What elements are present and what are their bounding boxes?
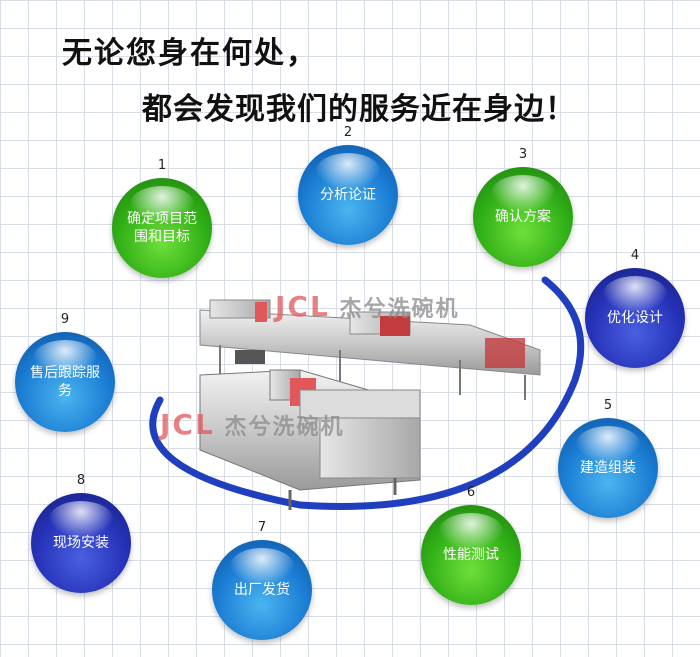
step-bubble: 优化设计 [585,268,685,368]
step-4: 4 优化设计 [585,248,685,368]
step-label: 分析论证 [320,187,376,203]
step-bubble: 售后跟踪服务 [15,332,115,432]
step-bubble: 分析论证 [298,145,398,245]
step-label: 建造组装 [580,460,636,476]
step-number: 5 [603,398,613,413]
step-9: 9 售后跟踪服务 [15,312,115,432]
step-label: 售后跟踪服务 [30,365,100,399]
step-3: 3 确认方案 [473,147,573,267]
step-7: 7 出厂发货 [212,520,312,640]
step-bubble: 确定项目范围和目标 [112,178,212,278]
step-bubble: 建造组装 [558,418,658,518]
step-label: 确认方案 [495,209,551,225]
dishwasher-machine-illustration: JCL 杰兮洗碗机 JCL 杰兮洗碗机 [140,290,590,520]
step-number: 2 [343,125,353,140]
step-number: 9 [60,312,70,327]
step-bubble: 性能测试 [421,505,521,605]
logo-letters: JCL [160,408,215,441]
step-label: 确定项目范围和目标 [127,211,197,245]
step-number: 7 [257,520,267,535]
step-1: 1 确定项目范围和目标 [112,158,212,278]
logo-letters: JCL [275,290,330,323]
step-number: 1 [157,158,167,173]
headline-line-2: 都会发现我们的服务近在身边！ [142,92,576,127]
step-bubble: 确认方案 [473,167,573,267]
step-bubble: 现场安装 [31,493,131,593]
step-5: 5 建造组装 [558,398,658,518]
step-6: 6 性能测试 [421,485,521,605]
step-label: 出厂发货 [234,582,290,598]
brand-text: 杰兮洗碗机 [224,415,345,440]
headline-line-1: 无论您身在何处， [62,36,318,71]
step-label: 性能测试 [443,547,499,563]
step-label: 现场安装 [53,535,109,551]
step-number: 6 [466,485,476,500]
brand-text: 杰兮洗碗机 [339,297,460,322]
step-label: 优化设计 [607,310,663,326]
step-number: 3 [518,147,528,162]
step-bubble: 出厂发货 [212,540,312,640]
step-2: 2 分析论证 [298,125,398,245]
step-8: 8 现场安装 [31,473,131,593]
step-number: 8 [76,473,86,488]
step-number: 4 [630,248,640,263]
